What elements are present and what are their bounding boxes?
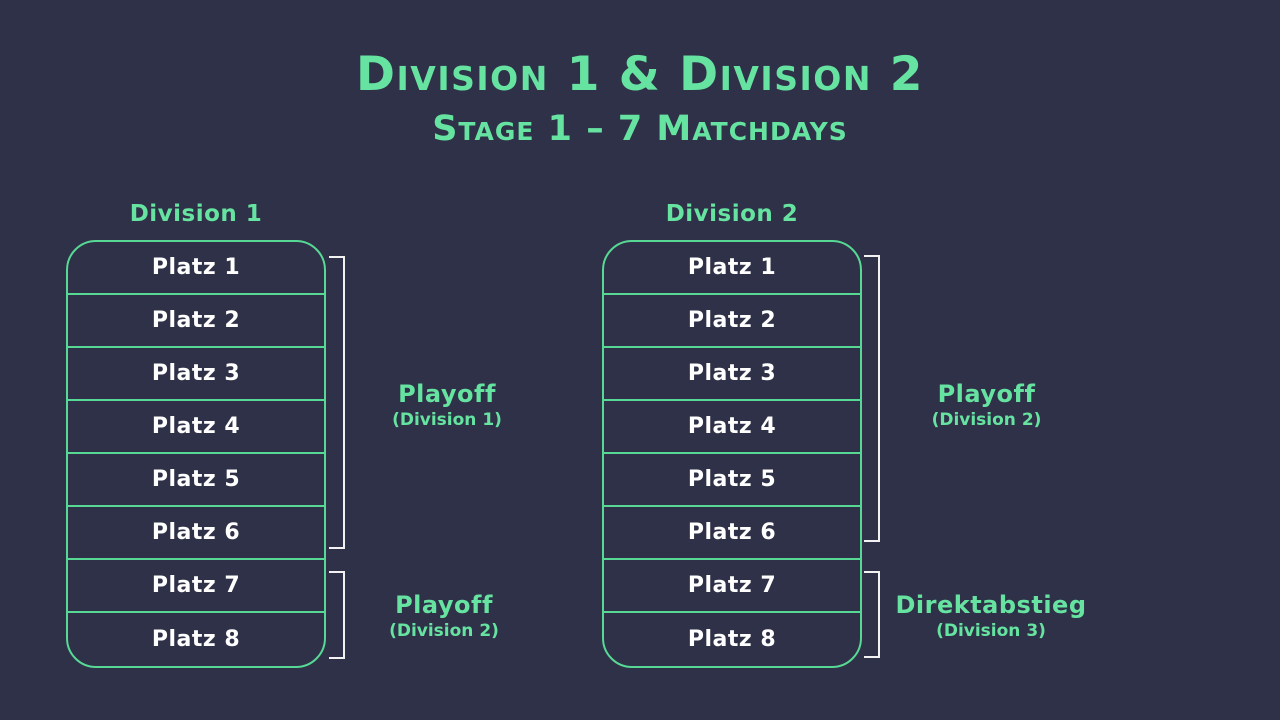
- division-2-table: Platz 1 Platz 2 Platz 3 Platz 4 Platz 5 …: [602, 240, 862, 668]
- division-2-playoff-bracket: [864, 255, 880, 542]
- bracket-label-main: Direktabstieg: [895, 591, 1087, 619]
- division-2-relegation-bracket: [864, 571, 880, 658]
- division-1-table: Platz 1 Platz 2 Platz 3 Platz 4 Platz 5 …: [66, 240, 326, 668]
- table-row: Platz 4: [604, 401, 860, 454]
- bracket-label-main: Playoff: [937, 380, 1036, 408]
- table-row: Platz 7: [604, 560, 860, 613]
- table-row: Platz 8: [151, 627, 241, 652]
- table-row: Platz 2: [68, 295, 324, 348]
- division-1-playoff-bracket: [329, 256, 345, 549]
- bracket-label-main: Playoff: [395, 591, 493, 619]
- bracket-label-sub: (Division 2): [389, 621, 499, 641]
- table-row: Platz 6: [604, 507, 860, 560]
- division-1-relegation-label: Playoff (Division 2): [349, 590, 539, 642]
- division-1-relegation-bracket: [329, 571, 345, 659]
- table-row: Platz 1: [68, 242, 324, 295]
- bracket-label-main: Playoff: [398, 380, 496, 408]
- table-row: Platz 1: [604, 242, 860, 295]
- bracket-label-sub: (Division 3): [936, 621, 1046, 641]
- table-row: Platz 2: [604, 295, 860, 348]
- bracket-label-sub: (Division 1): [392, 410, 502, 430]
- division-2-playoff-label: Playoff (Division 2): [889, 379, 1084, 431]
- table-row: Platz 4: [68, 401, 324, 454]
- division-2-relegation-label: Direktabstieg (Division 3): [881, 590, 1101, 642]
- page-subtitle: Stage 1 – 7 Matchdays: [432, 109, 848, 149]
- table-row: Platz 5: [604, 454, 860, 507]
- page-title: Division 1 & Division 2: [356, 47, 924, 102]
- division-1-heading: Division 1: [129, 201, 263, 227]
- table-row: Platz 8: [687, 627, 777, 652]
- division-1-playoff-label: Playoff (Division 1): [352, 379, 542, 431]
- division-2-heading: Division 2: [665, 201, 799, 227]
- table-row: Platz 6: [68, 507, 324, 560]
- title-block: Division 1 & Division 2 Stage 1 – 7 Matc…: [0, 44, 1280, 152]
- table-row: Platz 3: [68, 348, 324, 401]
- table-row: Platz 7: [68, 560, 324, 613]
- bracket-label-sub: (Division 2): [931, 410, 1042, 430]
- table-row: Platz 3: [604, 348, 860, 401]
- table-row: Platz 5: [68, 454, 324, 507]
